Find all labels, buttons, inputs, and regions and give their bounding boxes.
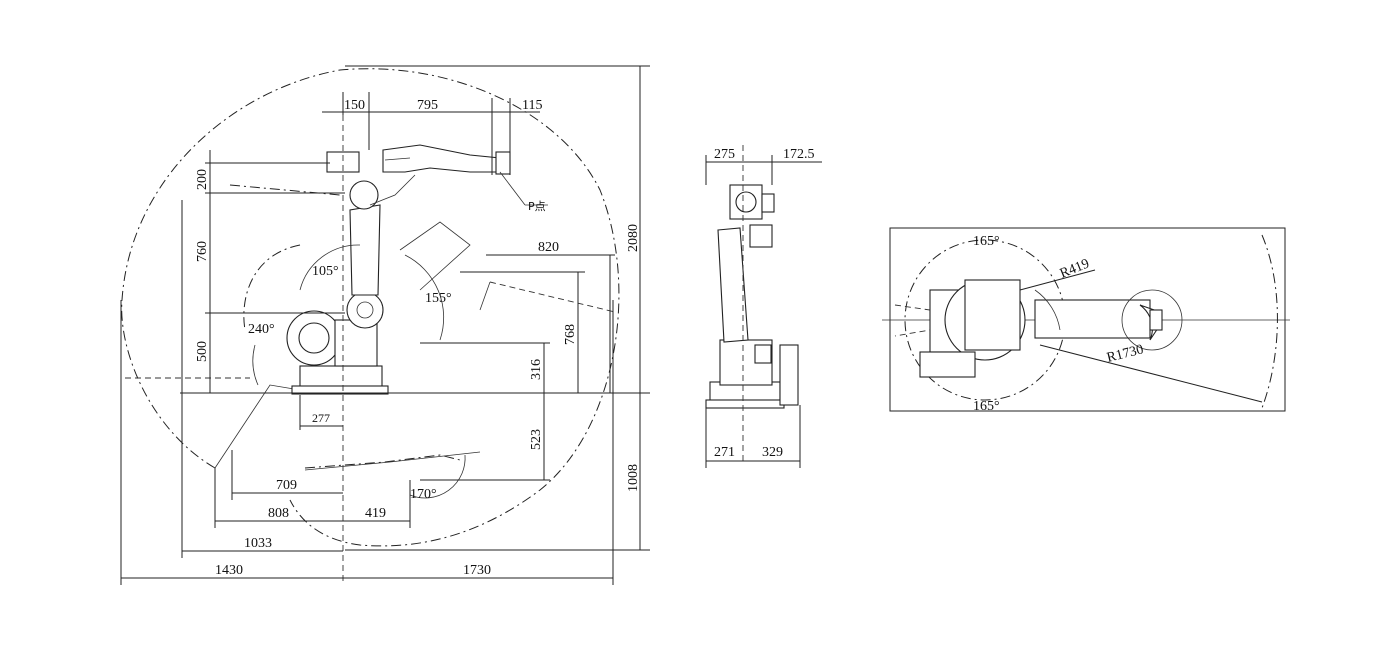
side-dim-329: 329 [762, 445, 783, 460]
side-motor-right [779, 344, 799, 406]
work-envelope-inner [229, 184, 461, 469]
j2-joint-inner [356, 301, 374, 319]
wrist [495, 151, 511, 175]
dim-1430: 1430 [215, 563, 243, 578]
dim-right-1008: 1008 [626, 464, 641, 492]
side-base-plate [705, 399, 785, 409]
top-blind-zone [894, 304, 931, 337]
side-lower-arm [717, 227, 749, 343]
dim-right-2080: 2080 [626, 224, 641, 252]
dim-709: 709 [276, 478, 297, 493]
side-dim-271: 271 [714, 445, 735, 460]
dim-316: 316 [529, 359, 544, 380]
j1-motor-inner [298, 322, 330, 354]
arc-guide-2 [479, 281, 491, 311]
arc-170 [409, 454, 466, 499]
dim-left-760: 760 [195, 241, 210, 262]
front-view: 150 795 115 200 760 500 2080 1008 820 76… [120, 65, 650, 585]
dim-419: 419 [365, 506, 386, 521]
j3-joint [349, 180, 379, 210]
arm-detail [369, 157, 416, 206]
base-plate [291, 385, 389, 395]
top-motor-box [919, 351, 976, 378]
dim-left-500: 500 [195, 341, 210, 362]
top-angle-165-upper: 165° [973, 234, 1000, 249]
p-point-label: P点 [528, 200, 546, 213]
angle-240: 240° [248, 322, 275, 337]
work-envelope-outer [121, 68, 620, 547]
dim-277: 277 [312, 411, 330, 425]
dim-808: 808 [268, 506, 289, 521]
top-angle-165-lower: 165° [973, 399, 1000, 414]
dim-820: 820 [538, 240, 559, 255]
arc-105 [299, 244, 361, 291]
j2-joint [346, 291, 384, 329]
side-motor-j2 [754, 344, 772, 364]
angle-105: 105° [312, 264, 339, 279]
side-view: 275 172.5 271 329 [705, 145, 822, 468]
top-radius-r1730: R1730 [1105, 342, 1145, 366]
dim-768: 768 [563, 324, 578, 345]
dim-top-115: 115 [522, 98, 542, 113]
top-wrist-circle [1121, 289, 1183, 351]
angle-170: 170° [410, 487, 437, 502]
top-reach-line [1039, 344, 1263, 403]
side-dim-275: 275 [714, 147, 735, 162]
top-envelope-outer [1261, 234, 1278, 409]
top-flange [1149, 309, 1163, 331]
arc-guide [399, 221, 471, 291]
dim-left-200: 200 [195, 169, 210, 190]
dim-1033: 1033 [244, 536, 272, 551]
reach-line-2 [489, 281, 616, 313]
j3-motor [326, 151, 360, 173]
arc-240 [252, 344, 259, 386]
side-j4-motor [749, 224, 773, 248]
side-dim-172-5: 172.5 [783, 147, 815, 162]
dim-1730: 1730 [463, 563, 491, 578]
inner-reach-line [304, 451, 481, 471]
top-radius-r419: R419 [1058, 256, 1092, 281]
angle-155: 155° [425, 291, 452, 306]
lower-arm [349, 204, 381, 296]
top-r419-leader [1019, 269, 1096, 291]
dim-523: 523 [529, 429, 544, 450]
lower-wedge [214, 384, 301, 469]
top-view: 165° 165° R419 R1730 [882, 227, 1290, 414]
top-upper-arm [1034, 299, 1151, 339]
p-point-leader [499, 171, 526, 206]
dim-top-150: 150 [344, 98, 365, 113]
top-turret [964, 279, 1021, 351]
top-r419-arc [1034, 289, 1061, 331]
arc-155 [404, 254, 445, 341]
side-j3-motor [761, 193, 775, 213]
side-j3-joint [735, 191, 757, 213]
top-view-frame [889, 227, 1286, 412]
dim-top-795: 795 [417, 98, 438, 113]
